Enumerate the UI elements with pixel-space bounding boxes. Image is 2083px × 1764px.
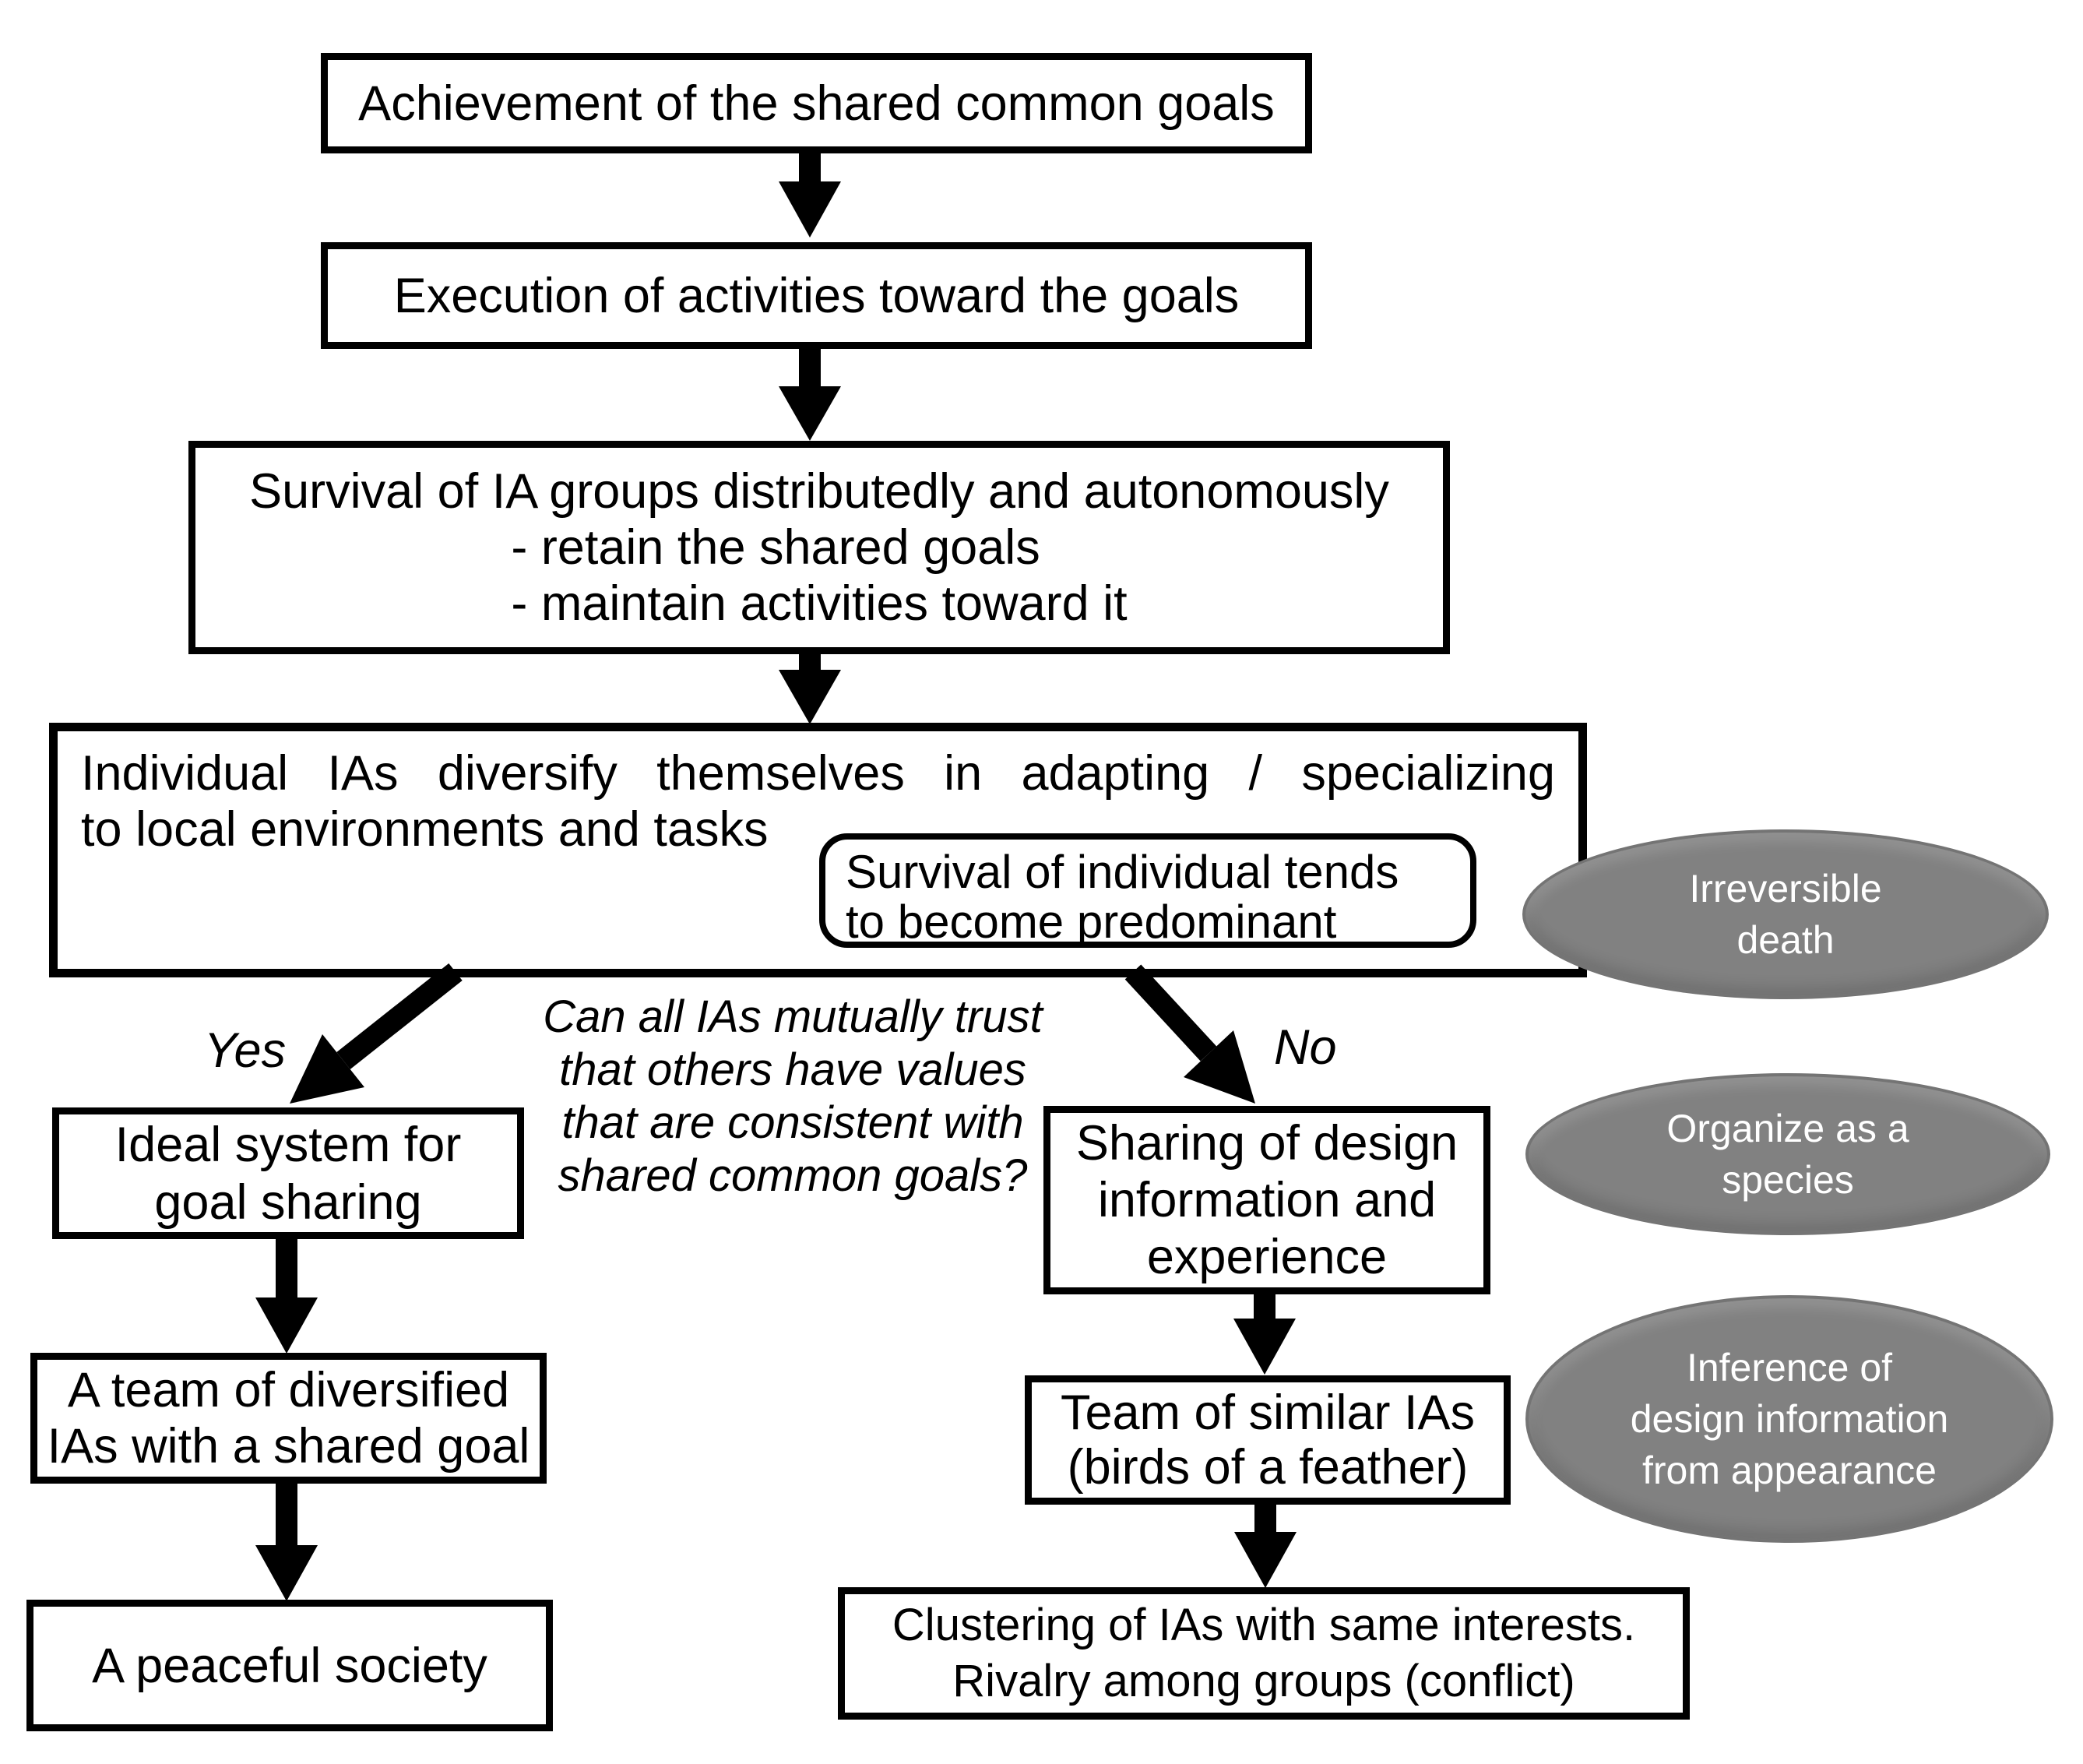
bullet-item: - maintain activities toward it <box>511 576 1128 631</box>
callout-line: Inference of <box>1686 1346 1893 1389</box>
decision-question: Can all IAs mutually trust that others h… <box>466 991 1120 1202</box>
node-label-line: to local environments and tasks <box>81 802 769 857</box>
node-label-line: Survival of IA groups distributedly and … <box>249 464 1389 519</box>
question-line: Can all IAs mutually trust <box>543 991 1043 1042</box>
node-label-line: to become predominant <box>846 896 1337 948</box>
node-label: Execution of activities toward the goals <box>393 268 1240 323</box>
node-label-line: (birds of a feather) <box>1067 1440 1469 1495</box>
node-label: A peaceful society <box>92 1638 487 1693</box>
branch-label-yes: Yes <box>204 1023 287 1078</box>
node-label-line: experience <box>1146 1229 1388 1284</box>
arrow-team-to-peaceful <box>255 1481 318 1601</box>
bullet-item: - retain the shared goals <box>511 520 1040 575</box>
callout-line: species <box>1722 1158 1854 1202</box>
question-line: shared common goals? <box>558 1150 1028 1201</box>
node-label-line: Rivalry among groups (conflict) <box>952 1656 1575 1706</box>
node-label-line: information and <box>1097 1172 1437 1227</box>
arrow-similar-to-clustering <box>1234 1502 1297 1588</box>
node-sharing-design-information: Sharing of design information and experi… <box>1043 1106 1490 1294</box>
node-execution-activities: Execution of activities toward the goals <box>321 242 1312 349</box>
node-label-line: A team of diversified <box>67 1363 510 1417</box>
node-clustering-rivalry: Clustering of IAs with same interests. R… <box>838 1587 1690 1720</box>
node-label: Achievement of the shared common goals <box>358 76 1275 131</box>
arrow-sharing-to-similar <box>1233 1289 1296 1375</box>
arrowline-yes-branch <box>336 963 463 1069</box>
callout-line: Irreversible <box>1689 867 1882 910</box>
node-peaceful-society: A peaceful society <box>26 1600 553 1731</box>
callout-line: Organize as a <box>1666 1107 1909 1150</box>
node-label-line: goal sharing <box>154 1174 422 1230</box>
question-line: that are consistent with <box>561 1097 1024 1148</box>
bullet-list: - retain the shared goals - maintain act… <box>511 519 1127 632</box>
node-label-line: Survival of individual tends <box>846 846 1399 898</box>
branch-label-no: No <box>1274 1020 1337 1075</box>
node-team-diversified-ias: A team of diversified IAs with a shared … <box>30 1353 547 1484</box>
node-label-line: Clustering of IAs with same interests. <box>892 1600 1636 1650</box>
callout-line: from appearance <box>1641 1449 1937 1492</box>
callout-line: death <box>1736 918 1835 962</box>
node-label-line: Sharing of design <box>1075 1115 1458 1171</box>
arrow-ideal-to-team <box>255 1237 318 1354</box>
node-achievement-goals: Achievement of the shared common goals <box>321 53 1312 153</box>
arrow-execution-to-survival <box>779 347 841 441</box>
node-label-line: Individual IAs diversify themselves in a… <box>81 746 1555 801</box>
question-line: that others have values <box>559 1044 1026 1095</box>
arrow-achievement-to-execution <box>779 151 841 238</box>
arrowline-no-branch <box>1124 964 1217 1062</box>
arrow-survival-to-diversify <box>779 651 841 724</box>
node-team-similar-ias: Team of similar IAs (birds of a feather) <box>1025 1375 1511 1505</box>
callout-irreversible-death: Irreversible death <box>1522 829 2049 999</box>
callout-organize-species: Organize as a species <box>1525 1073 2050 1235</box>
node-ideal-system: Ideal system for goal sharing <box>52 1107 524 1239</box>
arrowhead-no-branch <box>1184 1030 1255 1104</box>
node-survival-individual-predominant: Survival of individual tends to become p… <box>819 833 1476 948</box>
node-label-line: Team of similar IAs <box>1060 1385 1476 1440</box>
arrowhead-yes-branch <box>290 1034 364 1104</box>
callout-line: design information <box>1630 1397 1949 1441</box>
node-label-line: IAs with a shared goal <box>47 1419 530 1474</box>
callout-inference-appearance: Inference of design information from app… <box>1525 1295 2053 1543</box>
node-survival-ia-groups: Survival of IA groups distributedly and … <box>188 441 1450 654</box>
node-label-line: Ideal system for <box>114 1117 462 1172</box>
